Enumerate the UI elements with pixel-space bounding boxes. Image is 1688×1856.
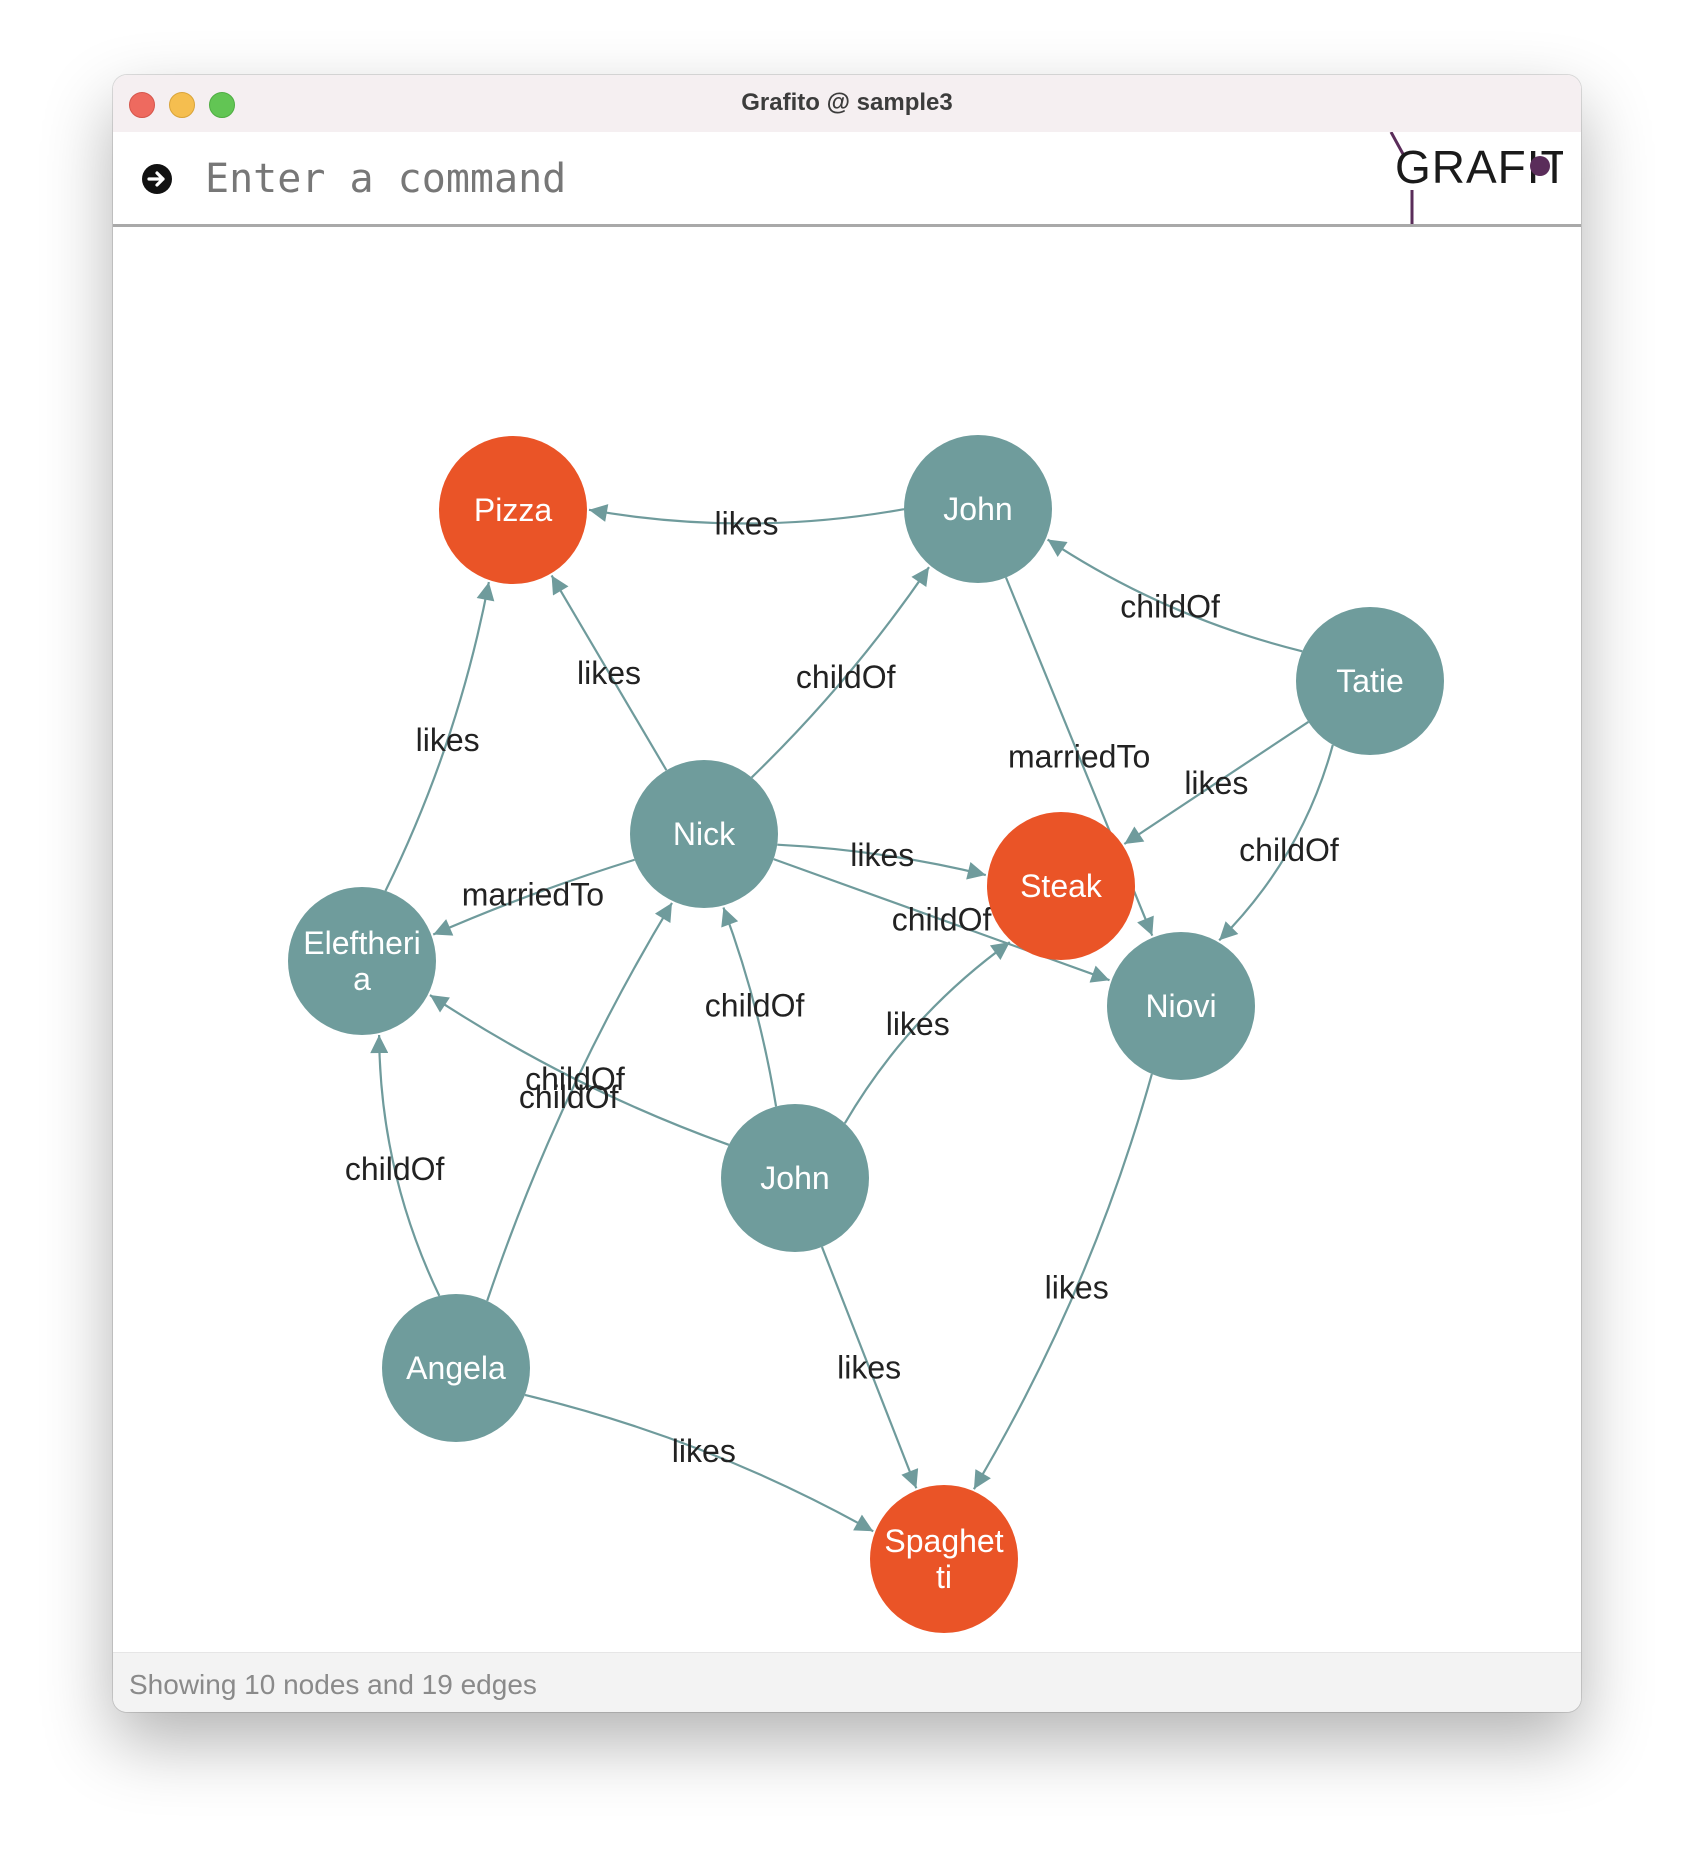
node-label: Nick: [673, 816, 736, 852]
command-input[interactable]: [203, 150, 1207, 208]
graph-view[interactable]: likes childOf likes childOf likes marriedTo li…: [113, 227, 1581, 1652]
node-label: Steak: [1020, 868, 1103, 904]
node-label: a: [353, 961, 371, 997]
edge-nick-niovi[interactable]: [773, 858, 1110, 983]
node-pizza[interactable]: Pizza: [439, 436, 587, 584]
minimize-window-button[interactable]: [169, 92, 195, 118]
edge-john_mid-nick[interactable]: [721, 907, 778, 1107]
node-label: Pizza: [474, 492, 552, 528]
node-john_top[interactable]: John: [904, 435, 1052, 583]
edge-angela-nick[interactable]: [486, 902, 673, 1302]
edge-label: likes: [416, 722, 480, 758]
graph-canvas[interactable]: likes childOf likes childOf likes marriedTo li…: [113, 227, 1581, 1652]
edge-nick-eleftheria[interactable]: [432, 858, 635, 936]
edge-label: childOf: [345, 1151, 445, 1187]
maximize-window-button[interactable]: [209, 92, 235, 118]
edge-john_mid-eleftheria[interactable]: [429, 994, 730, 1146]
node-label: Eleftheri: [303, 925, 420, 961]
grafito-logo: GRAFITO: [1389, 132, 1563, 224]
edge-john_mid-steak[interactable]: [843, 941, 1011, 1124]
status-text: Showing 10 nodes and 19 edges: [129, 1669, 537, 1700]
node-label: Niovi: [1145, 988, 1216, 1024]
command-bar: GRAFITO: [113, 132, 1581, 227]
edge-label: childOf: [796, 659, 896, 695]
edge-label: likes: [850, 837, 914, 873]
logo-dot-icon: [1530, 156, 1550, 176]
edge-label: likes: [1045, 1269, 1109, 1305]
edge-john_mid-spaghetti[interactable]: [820, 1246, 919, 1489]
node-label: ti: [936, 1559, 952, 1595]
edge-tatie-steak[interactable]: [1123, 720, 1309, 845]
edge-label: childOf: [1120, 588, 1220, 624]
edge-eleftheria-pizza[interactable]: [384, 581, 495, 892]
edge-label: childOf: [525, 1061, 625, 1097]
node-angela[interactable]: Angela: [382, 1294, 530, 1442]
node-circle: [904, 435, 1052, 583]
node-john_mid[interactable]: John: [721, 1104, 869, 1252]
node-circle: [382, 1294, 530, 1442]
node-label: Tatie: [1336, 663, 1404, 699]
edge-john_top-pizza[interactable]: [588, 504, 905, 525]
node-circle: [721, 1104, 869, 1252]
edge-label: likes: [672, 1433, 736, 1469]
edges-layer: [370, 504, 1334, 1533]
node-circle: [1296, 607, 1444, 755]
node-nick[interactable]: Nick: [630, 760, 778, 908]
node-niovi[interactable]: Niovi: [1107, 932, 1255, 1080]
node-label: Spaghet: [884, 1523, 1003, 1559]
status-bar: Showing 10 nodes and 19 edges: [113, 1652, 1581, 1712]
edge-tatie-john_top[interactable]: [1046, 538, 1303, 653]
node-circle: [987, 812, 1135, 960]
node-label: Angela: [406, 1350, 506, 1386]
edge-label: childOf: [705, 988, 805, 1024]
edge-label: childOf: [1239, 832, 1339, 868]
node-label: John: [943, 491, 1012, 527]
edge-angela-eleftheria[interactable]: [370, 1035, 441, 1297]
edge-label: likes: [715, 505, 779, 541]
node-circle: [870, 1485, 1018, 1633]
edge-label: marriedTo: [462, 876, 604, 912]
edge-niovi-spaghetti[interactable]: [972, 1073, 1153, 1490]
edge-label: childOf: [892, 902, 992, 938]
node-steak[interactable]: Steak: [987, 812, 1135, 960]
edge-nick-john_top[interactable]: [750, 566, 930, 779]
node-circle: [288, 887, 436, 1035]
window-title: Grafito @ sample3: [741, 89, 953, 116]
node-label: John: [760, 1160, 829, 1196]
edge-label: likes: [577, 655, 641, 691]
edge-labels-layer: likes childOf likes childOf likes marriedTo li…: [345, 505, 1339, 1469]
edge-nick-pizza[interactable]: [550, 574, 668, 771]
app-window: Grafito @ sample3 GRAFITO like: [113, 75, 1581, 1712]
node-tatie[interactable]: Tatie: [1296, 607, 1444, 755]
title-bar: Grafito @ sample3: [113, 75, 1581, 133]
arrow-right-circle-icon[interactable]: [141, 163, 173, 195]
edge-angela-spaghetti[interactable]: [524, 1393, 874, 1533]
node-circle: [439, 436, 587, 584]
edge-nick-steak[interactable]: [777, 843, 987, 880]
edge-label: likes: [1184, 765, 1248, 801]
edge-label: likes: [837, 1350, 901, 1386]
node-circle: [630, 760, 778, 908]
node-circle: [1107, 932, 1255, 1080]
edge-label: likes: [886, 1006, 950, 1042]
close-window-button[interactable]: [129, 92, 155, 118]
edge-label: marriedTo: [1008, 739, 1150, 775]
edge-tatie-niovi[interactable]: [1218, 744, 1334, 942]
edge-label: childOf: [519, 1079, 619, 1115]
